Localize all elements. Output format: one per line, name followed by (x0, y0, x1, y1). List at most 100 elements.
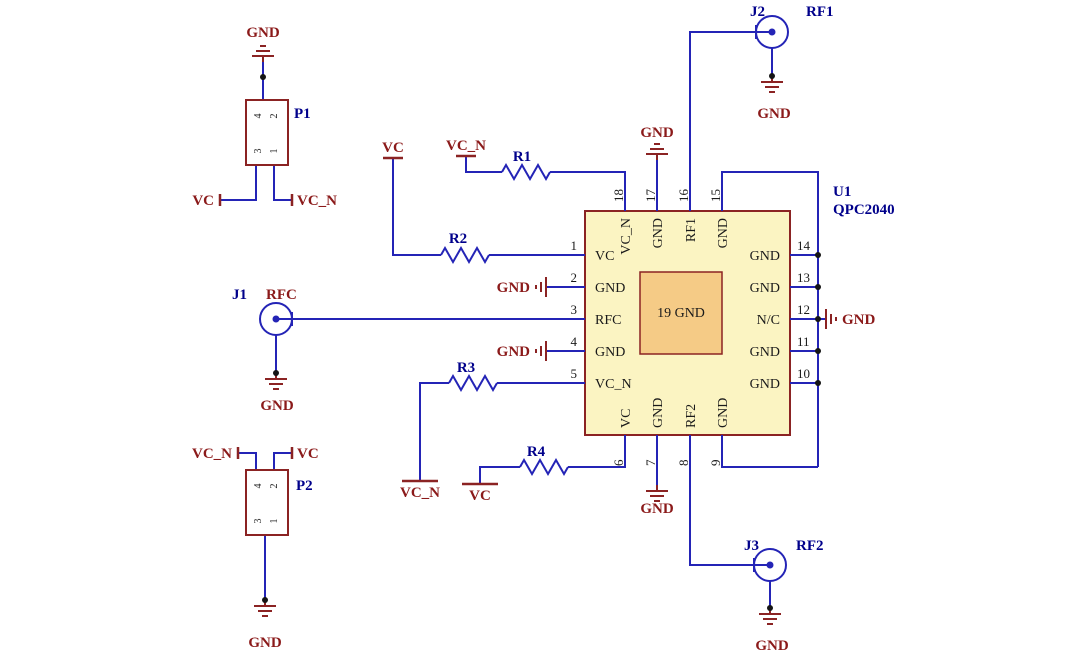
wire (392, 158, 441, 256)
net-label: VC_N (297, 193, 337, 209)
thermal-pad-label: 19 GND (657, 306, 705, 321)
net-label-gnd: GND (260, 398, 294, 414)
gnd-symbol-pin7[interactable]: GND (640, 484, 674, 517)
pin-name: GND (750, 377, 780, 392)
pin-name: VC_N (619, 218, 634, 255)
net-label-vc: VC (469, 488, 491, 504)
header-pin-number: 2 (269, 114, 280, 119)
net-label-gnd: GND (497, 344, 531, 360)
header-refdes: P1 (294, 106, 311, 122)
pin-name: GND (716, 398, 731, 428)
power-tap-vc-bottom[interactable]: VC (462, 482, 498, 504)
gnd-symbol-pin4[interactable]: GND (497, 341, 547, 361)
junction-dot (815, 348, 821, 354)
wire (220, 165, 257, 201)
connector-refdes: J2 (750, 4, 765, 20)
connector-net-label: RF2 (796, 538, 824, 554)
wire (689, 435, 754, 566)
junction-dot (273, 370, 279, 376)
coax-center-pin (766, 561, 774, 569)
wire (479, 466, 520, 484)
resistor-symbol (440, 247, 490, 263)
resistor-symbol (501, 164, 551, 180)
resistor-symbol (448, 375, 498, 391)
pin-number: 10 (797, 366, 810, 381)
wire (238, 452, 257, 470)
gnd-symbol-j1[interactable]: GND (260, 372, 294, 414)
connector-refdes: J1 (232, 287, 247, 303)
power-tap-vcn-bottom[interactable]: VC_N (400, 479, 440, 501)
resistor-refdes: R4 (527, 444, 546, 460)
power-tap-vcn-top[interactable]: VC_N (446, 138, 486, 158)
gnd-symbol-j3[interactable]: GND (755, 607, 789, 654)
resistor-r1[interactable]: R1 (501, 149, 551, 180)
net-label-gnd: GND (246, 25, 280, 41)
net-label: VC (297, 446, 319, 462)
net-label-gnd: GND (497, 280, 531, 296)
coax-center-pin (272, 315, 280, 323)
header-body (245, 99, 289, 166)
resistor-r2[interactable]: R2 (440, 231, 490, 263)
connector-j3[interactable]: J3 RF2 (744, 538, 824, 582)
net-label-gnd: GND (755, 638, 789, 654)
gnd-symbol-j2[interactable]: GND (757, 75, 791, 122)
junction-dot (815, 252, 821, 258)
net-label-gnd: GND (640, 501, 674, 517)
pin-number: 17 (643, 189, 658, 203)
header-pin-number: 4 (253, 484, 264, 489)
gnd-symbol-pin2[interactable]: GND (497, 277, 547, 297)
pin-name: GND (716, 218, 731, 248)
wire (721, 435, 818, 468)
pin-number: 11 (797, 334, 810, 349)
power-tap-vc-top[interactable]: VC (382, 140, 404, 160)
header-pin-number: 2 (269, 484, 280, 489)
gnd-symbol-pin12[interactable]: GND (825, 309, 876, 329)
pin-number: 4 (571, 334, 578, 349)
pin-number: 18 (611, 189, 626, 202)
net-label-gnd: GND (640, 125, 674, 141)
wire (689, 31, 756, 211)
resistor-r4[interactable]: R4 (519, 444, 569, 475)
pin-name: RF2 (684, 404, 699, 428)
pin-number: 14 (797, 238, 811, 253)
pin-name: GND (595, 345, 625, 360)
coax-center-pin (768, 28, 776, 36)
gnd-symbol-p1-top[interactable]: GND (246, 25, 280, 63)
header-p1[interactable]: P1 4 2 3 1 VC VC_N (192, 99, 337, 209)
gnd-symbol-p2-bottom[interactable]: GND (248, 599, 282, 651)
header-body (245, 469, 289, 536)
header-pin-number: 1 (269, 149, 280, 154)
ic-u1[interactable]: 19 GND U1 QPC2040 1 2 3 4 5 VC GND RFC G… (571, 184, 895, 466)
connector-j2[interactable]: J2 RF1 (750, 4, 834, 49)
pin-number: 9 (708, 460, 723, 467)
header-pin-number: 3 (253, 149, 264, 154)
header-pin-number: 3 (253, 519, 264, 524)
pin-name: RFC (595, 313, 621, 328)
junction-dot (262, 597, 268, 603)
pin-name: RF1 (684, 218, 699, 242)
connector-j1[interactable]: J1 RFC (232, 287, 297, 336)
net-label-vcn: VC_N (400, 485, 440, 501)
pin-name: GND (750, 345, 780, 360)
pin-number: 1 (571, 238, 578, 253)
pin-number: 6 (611, 459, 626, 466)
resistor-r3[interactable]: R3 (448, 360, 498, 391)
pin-name: GND (595, 281, 625, 296)
pin-name: GND (651, 398, 666, 428)
pin-name: N/C (757, 313, 780, 328)
gnd-symbol-pin17[interactable]: GND (640, 125, 674, 161)
pin-name: VC_N (595, 377, 632, 392)
ic-part-number: QPC2040 (833, 202, 895, 218)
pin-number: 12 (797, 302, 810, 317)
wire (550, 171, 626, 211)
junction-dot (767, 605, 773, 611)
pin-name: GND (750, 281, 780, 296)
wires (220, 31, 826, 608)
net-label-vc: VC (382, 140, 404, 156)
ground-icon (645, 484, 669, 502)
wire (568, 435, 626, 468)
connector-net-label: RF1 (806, 4, 834, 20)
header-p2[interactable]: P2 4 2 3 1 VC_N VC (192, 446, 319, 536)
header-refdes: P2 (296, 478, 313, 494)
